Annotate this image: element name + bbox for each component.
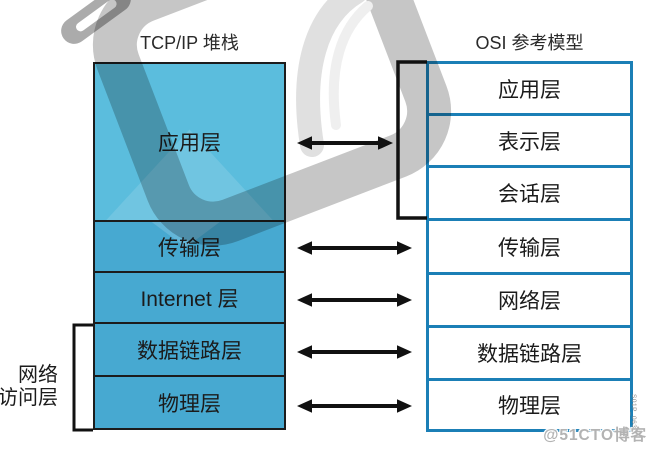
osi-stack: 应用层 表示层 会话层 传输层 网络层 数据链路层 物理层 xyxy=(426,61,633,432)
osi-title: OSI 参考模型 xyxy=(475,33,584,53)
watermark-text: @51CTO博客 xyxy=(543,427,647,444)
tcpip-layer-label: Internet 层 xyxy=(140,287,239,311)
tcpip-layer-transport: 传输层 xyxy=(93,220,286,273)
tcpip-layer-datalink: 数据链路层 xyxy=(93,322,286,377)
osi-layer-physical: 物理层 xyxy=(426,378,633,432)
mapping-arrow-transport xyxy=(297,241,412,255)
tcpip-layer-application: 应用层 xyxy=(93,62,286,222)
osi-layer-presentation: 表示层 xyxy=(426,113,633,168)
osi-layer-application: 应用层 xyxy=(426,61,633,116)
osi-layer-datalink: 数据链路层 xyxy=(426,325,633,381)
osi-layer-network: 网络层 xyxy=(426,272,633,328)
tcpip-layer-physical: 物理层 xyxy=(93,375,286,430)
figure-id-text: S01P_063 xyxy=(630,394,637,429)
mapping-arrow-network xyxy=(297,293,412,307)
network-access-label-line2: 访问层 xyxy=(0,387,58,409)
tcpip-layer-label: 数据链路层 xyxy=(137,339,242,363)
osi-layer-transport: 传输层 xyxy=(426,218,633,275)
tcpip-layer-label: 应用层 xyxy=(158,132,221,155)
network-access-label: 网络 访问层 xyxy=(0,364,58,410)
tcpip-title: TCP/IP 堆栈 xyxy=(140,33,239,53)
network-access-label-line1: 网络 xyxy=(18,364,58,386)
tcpip-stack: 应用层 传输层 Internet 层 数据链路层 物理层 xyxy=(93,62,286,430)
tcpip-layer-label: 传输层 xyxy=(158,236,221,260)
network-access-bracket xyxy=(72,323,93,432)
tcpip-layer-label: 物理层 xyxy=(158,392,221,416)
mapping-arrow-datalink xyxy=(297,345,412,359)
mapping-arrow-physical xyxy=(297,399,412,413)
osi-layer-session: 会话层 xyxy=(426,165,633,221)
tcpip-layer-internet: Internet 层 xyxy=(93,271,286,324)
